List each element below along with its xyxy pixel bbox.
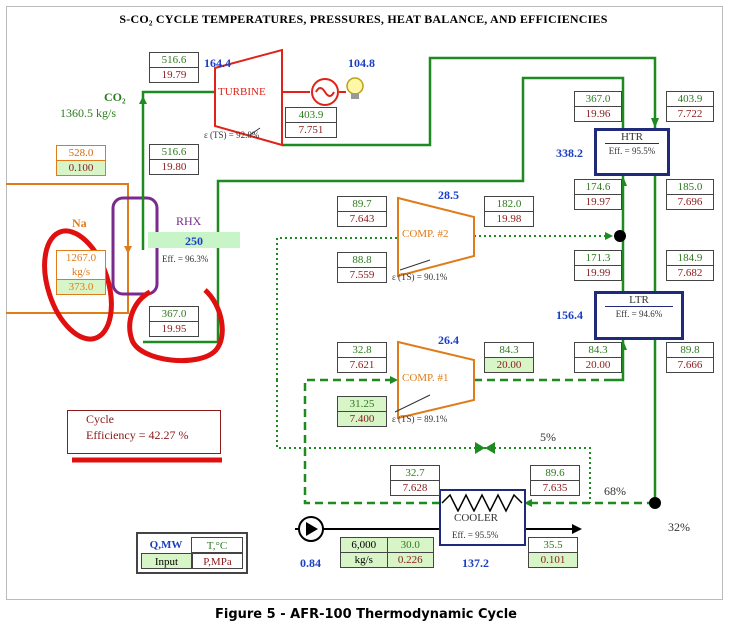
turbine-label: TURBINE: [218, 86, 266, 98]
cooler-coil: [441, 493, 523, 513]
junction-dot: [649, 497, 661, 509]
na-inlet-line: [6, 183, 129, 256]
valve-right: [485, 442, 495, 454]
comp2-label: COMP. #2: [402, 228, 449, 240]
comp1-power: 26.4: [438, 333, 459, 347]
comp1-label: COMP. #1: [402, 372, 449, 384]
legend-box: Q,MW T,°C Input P,MPa: [136, 532, 248, 574]
cooler-label: COOLER: [454, 512, 498, 524]
rhx-label: RHX: [176, 214, 202, 228]
figure-caption: Figure 5 - AFR-100 Thermodynamic Cycle: [214, 607, 517, 622]
turbine-power: 164.4: [204, 56, 231, 70]
hp-to-turbine-line: [141, 90, 215, 250]
comp2-power: 28.5: [438, 188, 459, 202]
generator-power: 104.8: [348, 56, 375, 70]
rhx-eff: Eff. = 96.3%: [162, 254, 209, 264]
na-outlet-box: 1267.0 kg/s 373.0: [56, 250, 106, 295]
turbine-eff: ε (TS) = 92.8%: [204, 130, 260, 140]
hand-annotations: [42, 228, 225, 463]
na-outlet-line: [6, 256, 129, 314]
valve-left: [475, 442, 485, 454]
cooler-outlet-dashed: [303, 378, 440, 505]
comp1-to-ltr-line: [607, 340, 625, 382]
cooler-duty: 137.2: [462, 556, 489, 570]
cycle-efficiency-box: Cycle Efficiency = 42.27 %: [67, 410, 221, 454]
comp2-shape: [397, 196, 475, 278]
cooler-eff: Eff. = 95.5%: [452, 530, 499, 540]
htr-duty: 338.2: [556, 146, 583, 160]
na-label: Na: [72, 216, 87, 230]
diagram-title: S-CO₂ CYCLE TEMPERATURES, PRESSURES, HEA…: [119, 12, 608, 26]
ltr-duty: 156.4: [556, 308, 583, 322]
ltr-box: LTR Eff. = 94.6%: [594, 291, 684, 340]
na-arrow: [124, 246, 132, 254]
turbine-exhaust-line: [282, 56, 657, 147]
co2-label: CO₂: [104, 90, 126, 104]
split-5pct: 5%: [540, 430, 556, 444]
split-32pct: 32%: [668, 520, 690, 534]
rhx-duty: 250: [148, 232, 240, 248]
split-68pct: 68%: [604, 484, 626, 498]
comp1-eff: ε (TS) = 89.1%: [392, 414, 448, 424]
htr-box: HTR Eff. = 95.5%: [594, 128, 670, 176]
comp2-inlet-dotted: [276, 237, 398, 380]
lightbulb-icon: [346, 77, 364, 95]
co2-flow: 1360.5 kg/s: [60, 106, 117, 120]
pump-power: 0.84: [300, 556, 321, 570]
comp1-shape: [397, 340, 475, 420]
junction-dot: [614, 230, 626, 242]
comp2-eff: ε (TS) = 90.1%: [392, 272, 448, 282]
